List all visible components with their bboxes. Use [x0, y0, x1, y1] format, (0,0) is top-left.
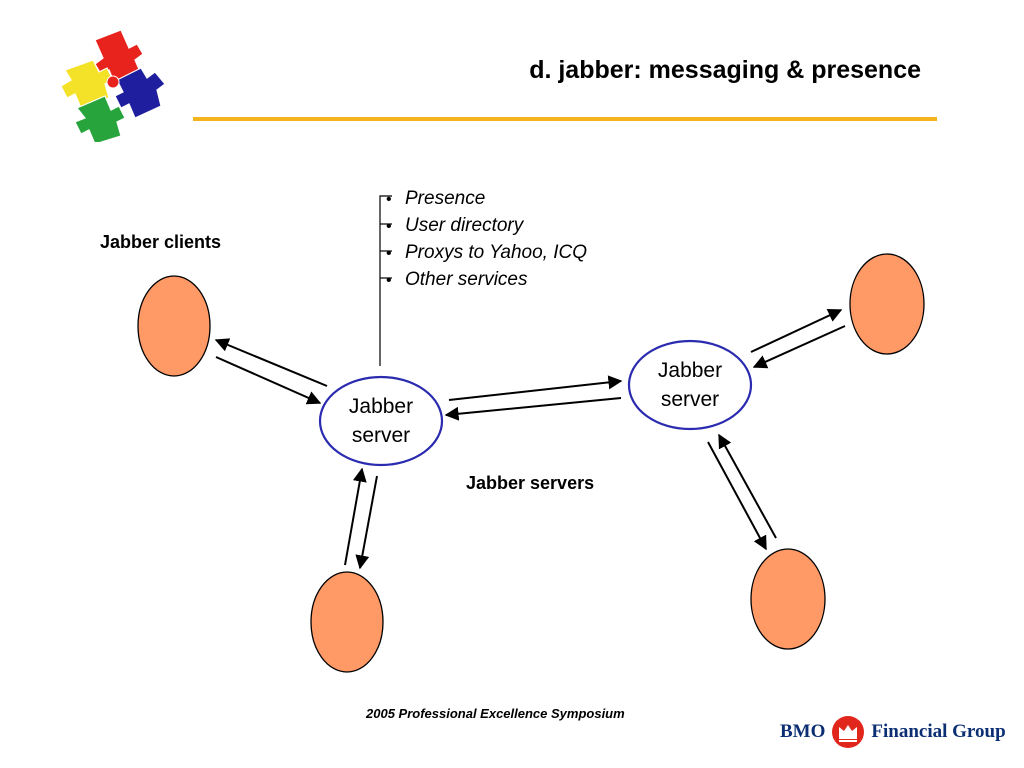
service-item-label: Other services: [405, 269, 528, 290]
arrow: [707, 441, 767, 551]
brand-name-right: Financial Group: [871, 721, 1006, 742]
service-item-label: Presence: [405, 188, 486, 209]
jabber-client-node: [849, 253, 925, 355]
slide-title: d. jabber: messaging & presence: [529, 56, 921, 84]
services-connector-line: [379, 195, 392, 366]
arrow: [444, 397, 622, 421]
jabber-servers-label: Jabber servers: [466, 473, 595, 493]
arrow: [448, 375, 623, 401]
jabber-client-node: [750, 548, 826, 650]
puzzle-logo-icon: [60, 29, 166, 142]
arrow: [750, 308, 843, 353]
arrow: [752, 325, 846, 369]
services-list: •Presence •User directory •Proxys to Yah…: [386, 185, 587, 293]
arrow: [355, 475, 378, 570]
arrow: [215, 356, 322, 405]
jabber-client-node: [137, 275, 211, 377]
title-underline: [193, 117, 937, 121]
service-item-label: Proxys to Yahoo, ICQ: [405, 242, 587, 263]
arrow: [344, 467, 367, 566]
arrow: [718, 433, 777, 539]
service-item: •User directory: [386, 215, 524, 236]
footer-text: 2005 Professional Excellence Symposium: [366, 706, 625, 721]
service-item: •Other services: [386, 269, 528, 290]
bmo-roundel-icon: [832, 716, 865, 748]
server-label-right: Jabber server: [639, 356, 741, 414]
server-label-line: server: [351, 424, 411, 447]
server-label-line: Jabber: [657, 359, 723, 382]
jabber-server-node: [627, 339, 753, 431]
arrow: [214, 338, 328, 387]
brand-name-left: BMO: [780, 721, 826, 742]
service-item: •Presence: [386, 188, 486, 209]
server-label-line: Jabber: [348, 395, 414, 418]
server-label-line: server: [660, 388, 720, 411]
bmo-logo: BMO Financial Group: [780, 714, 1006, 750]
jabber-clients-label: Jabber clients: [100, 232, 222, 252]
server-label-left: Jabber server: [330, 392, 432, 450]
jabber-server-node: [318, 375, 444, 467]
service-item: •Proxys to Yahoo, ICQ: [386, 242, 587, 263]
jabber-client-node: [310, 571, 384, 673]
service-item-label: User directory: [405, 215, 524, 236]
